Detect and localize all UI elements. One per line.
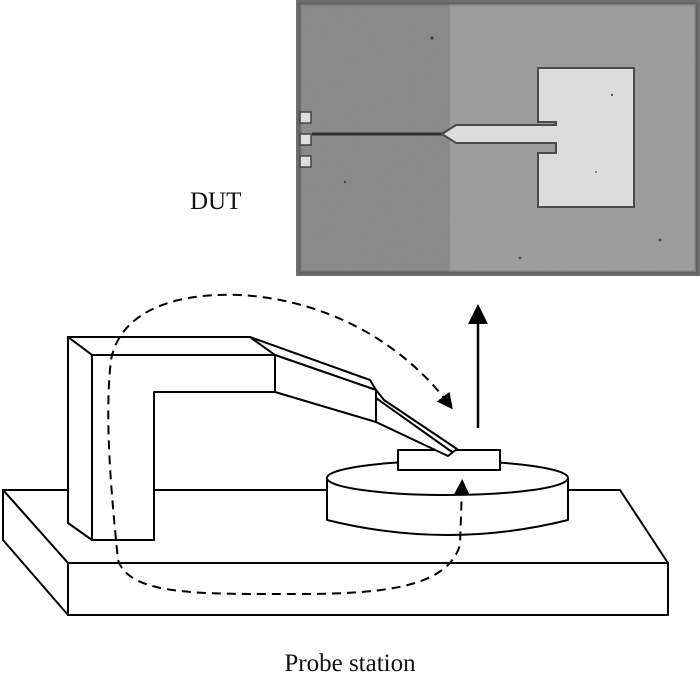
probe-station: [2, 336, 669, 616]
probe-pad: [299, 155, 312, 168]
manipulator-arm: [67, 336, 276, 541]
probe-station-label: Probe station: [284, 650, 416, 677]
device-electrode: [440, 67, 635, 208]
probe-pad: [299, 111, 312, 124]
probe-holder: [249, 336, 458, 457]
dut-micrograph: [296, 0, 700, 276]
probe-pads: [299, 111, 312, 168]
dashed-loop-arrow: [107, 293, 470, 596]
chuck: [326, 460, 569, 536]
probe-pad: [299, 133, 312, 146]
dut-label: DUT: [190, 188, 242, 215]
